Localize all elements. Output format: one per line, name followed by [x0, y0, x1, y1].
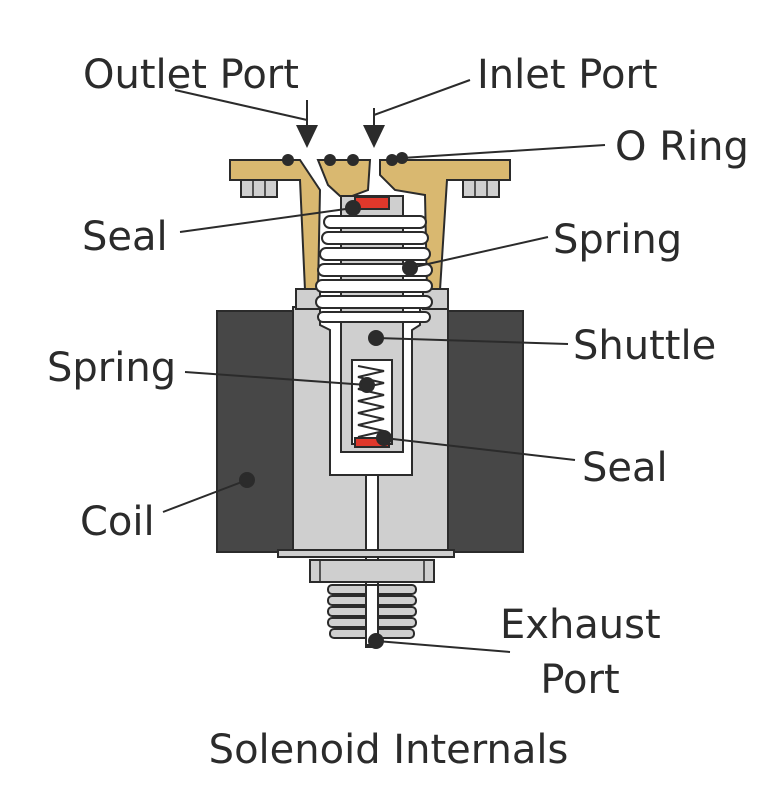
outlet-arrow-head: [296, 125, 318, 148]
base-plate: [277, 549, 455, 558]
label-inlet-port: Inlet Port: [477, 52, 658, 98]
outlet-port-leader: [174, 89, 308, 121]
coil-right: [447, 310, 524, 553]
leader-lines: [162, 144, 606, 653]
diagram-title: Solenoid Internals: [208, 727, 569, 773]
label-o-ring: O Ring: [615, 124, 749, 170]
upper-spring: [315, 215, 433, 323]
label-shuttle: Shuttle: [573, 323, 717, 369]
label-coil: Coil: [80, 499, 155, 545]
label-seal-top: Seal: [82, 214, 168, 260]
inlet-port-leader: [373, 79, 471, 116]
label-spring-upper: Spring: [553, 217, 683, 263]
coil-left: [216, 310, 294, 553]
label-exhaust-port-line2: Port: [540, 657, 620, 703]
label-exhaust-port-line1: Exhaust: [500, 602, 661, 648]
label-spring-lower: Spring: [47, 345, 177, 391]
inlet-arrow-head: [363, 125, 385, 148]
flange-bolt-right: [462, 179, 500, 198]
hex-nut: [309, 559, 435, 583]
lower-spring: [357, 365, 385, 438]
label-outlet-port: Outlet Port: [83, 52, 299, 98]
brass-fitting-center: [316, 159, 372, 197]
label-seal-bottom: Seal: [582, 445, 668, 491]
flange-bolt-left: [240, 179, 278, 198]
